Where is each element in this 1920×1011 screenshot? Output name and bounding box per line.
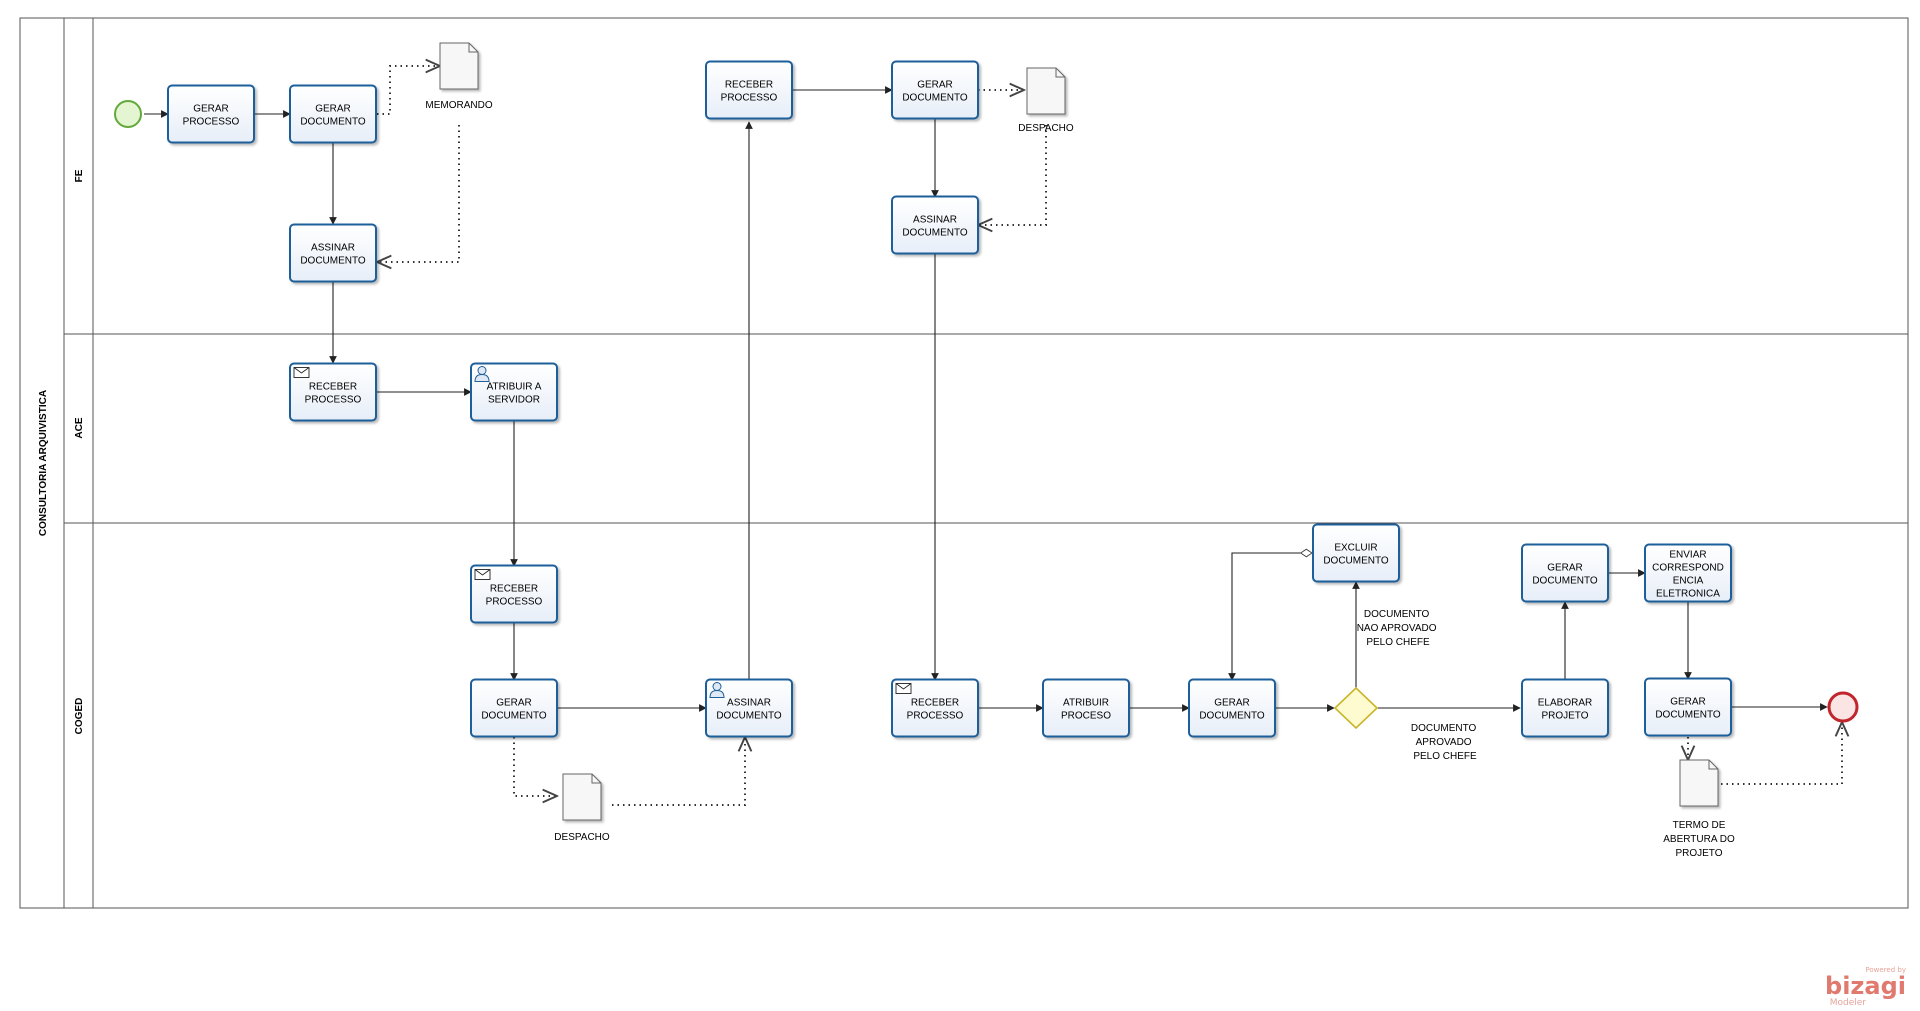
message-icon	[293, 367, 310, 378]
flow-label-nao-aprovado: DOCUMENTO NAO APROVADO PELO CHEFE	[1357, 609, 1440, 648]
lane-label-coged: COGED	[74, 698, 85, 735]
sequence-flows	[144, 86, 1828, 712]
assoc-despacho-coged-assinar	[612, 737, 745, 806]
flow-label-aprovado: DOCUMENTO APROVADO PELO CHEFE	[1411, 723, 1479, 762]
associations	[377, 66, 1842, 806]
message-icon	[895, 683, 912, 694]
branding-name: bizagi	[1825, 972, 1906, 1000]
message-icon	[474, 569, 491, 580]
lane-label-ace: ACE	[74, 417, 85, 438]
pool: CONSULTORIA ARQUIVISTICA FE ACE COGED	[19, 17, 1909, 909]
bizagi-logo: Powered by bizagi Modeler	[1825, 966, 1906, 1008]
start-event[interactable]	[114, 100, 142, 128]
branding-powered-by: Powered by	[1865, 966, 1906, 974]
user-task-icon	[709, 682, 725, 698]
lane-label-fe: FE	[74, 169, 85, 182]
data-object-label: DESPACHO	[1018, 123, 1074, 134]
exclusive-gateway[interactable]	[1333, 686, 1379, 730]
end-event[interactable]	[1827, 691, 1859, 723]
data-object-label: MEMORANDO	[425, 100, 492, 111]
data-object-despacho-fe[interactable]: DESPACHO	[1018, 67, 1074, 134]
assoc-gerar-documento-memorando	[377, 66, 440, 115]
assoc-despacho-fe-assinar	[978, 125, 1047, 225]
user-task-icon	[474, 366, 490, 382]
assoc-termo-end	[1710, 722, 1842, 785]
data-object-despacho-coged[interactable]: DESPACHO	[554, 773, 610, 843]
data-object-label: DESPACHO	[554, 832, 610, 843]
pool-label: CONSULTORIA ARQUIVISTICA	[38, 390, 49, 536]
branding-product: Modeler	[1830, 998, 1867, 1008]
data-object-memorando[interactable]: MEMORANDO	[425, 42, 493, 111]
flow-excluir-to-gerar2	[1228, 548, 1313, 681]
